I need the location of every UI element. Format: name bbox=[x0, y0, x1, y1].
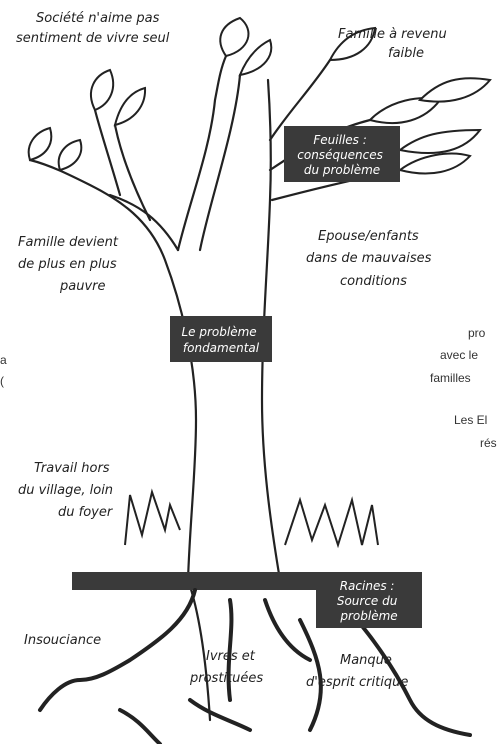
trunk-left bbox=[30, 160, 196, 580]
leaf-left-top bbox=[91, 70, 113, 110]
root-1 bbox=[40, 590, 195, 710]
travail-label: Travail hors du village, loin du foyer bbox=[18, 461, 117, 520]
leaf-right-far bbox=[400, 130, 480, 153]
societe-label: Société n'aime pas sentiment de vivre se… bbox=[16, 11, 170, 46]
leaf-right-low bbox=[400, 154, 470, 174]
racines-label: Racines : Source du problème bbox=[337, 579, 401, 623]
probleme-box bbox=[170, 316, 272, 362]
left-side-text-2: ( bbox=[0, 374, 4, 388]
famille-pauvre-label: Famille devient de plus en plus pauvre bbox=[18, 235, 122, 294]
left-side-text-1: a bbox=[0, 353, 7, 367]
leaf-left-low2 bbox=[59, 140, 82, 170]
insouciance-label: Insouciance bbox=[24, 633, 101, 648]
side-text-4: Les El bbox=[454, 413, 487, 427]
epouse-label: Epouse/enfants dans de mauvaises conditi… bbox=[306, 229, 436, 289]
branch-middle2 bbox=[200, 75, 240, 250]
side-text-3: familles bbox=[430, 371, 471, 385]
grass-left bbox=[125, 492, 180, 545]
grass-right bbox=[285, 500, 378, 545]
leaf-left-mid bbox=[115, 88, 145, 125]
side-text-5: rés bbox=[480, 436, 497, 450]
side-text-2: avec le bbox=[440, 348, 478, 362]
grass bbox=[125, 492, 378, 545]
leaf-left-low bbox=[29, 128, 52, 160]
branch-middle bbox=[178, 56, 226, 250]
root-6 bbox=[190, 700, 250, 730]
root-7 bbox=[120, 710, 160, 744]
side-text-1: pro bbox=[468, 326, 485, 340]
ivres-label: Ivres et prostituées bbox=[189, 649, 263, 686]
leaf-top-center bbox=[220, 18, 248, 56]
leaf-right-edge bbox=[420, 78, 490, 101]
